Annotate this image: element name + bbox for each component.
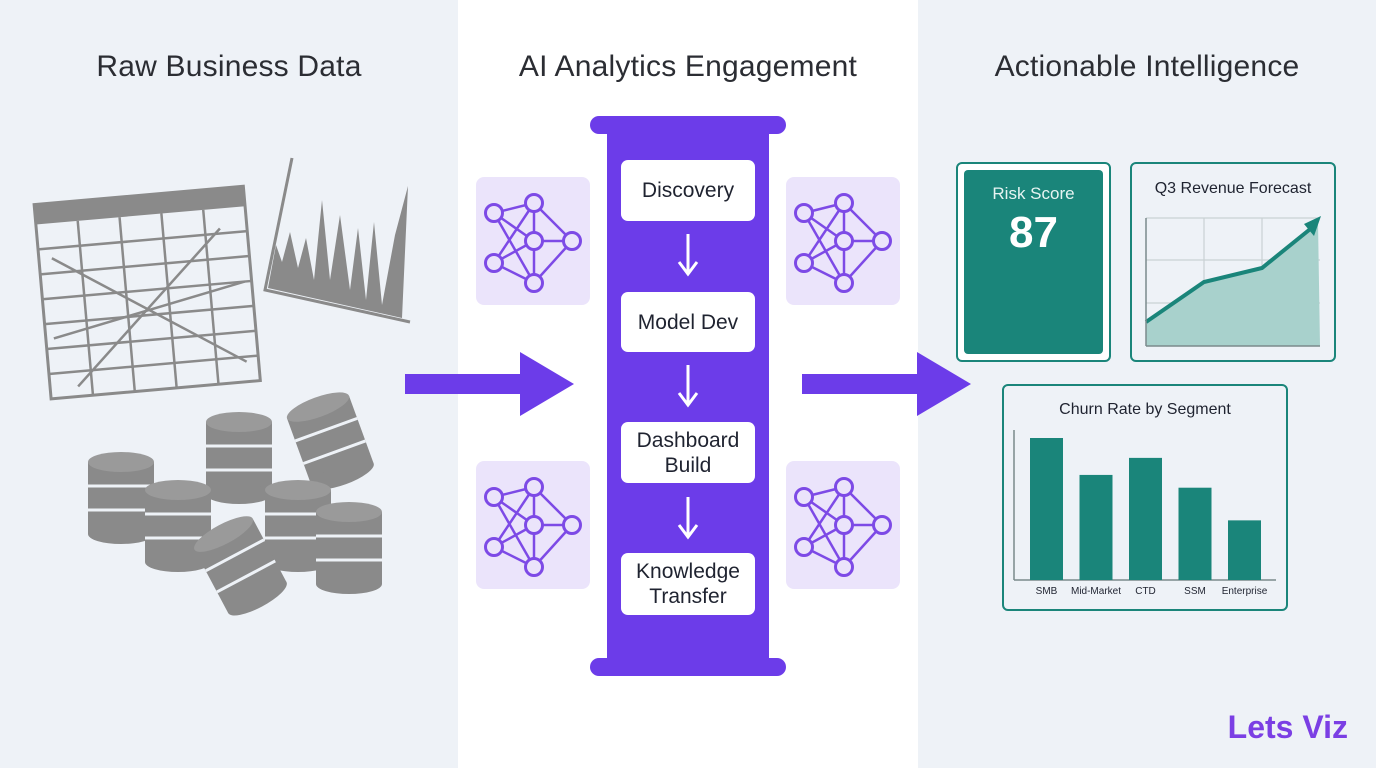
- database-icon: [316, 502, 382, 594]
- churn-chart: [1013, 430, 1276, 581]
- stage-arrow-icon: [677, 365, 699, 408]
- churn-rate-title: Churn Rate by Segment: [1059, 401, 1231, 418]
- engagement-title: AI Analytics Engagement: [518, 50, 858, 83]
- stage-knowledge-transfer: Knowledge Transfer: [621, 553, 755, 615]
- neural-network-icon: [786, 461, 900, 589]
- stage-arrow-icon: [677, 497, 699, 540]
- forecast-arrowhead: [1304, 216, 1321, 236]
- revenue-forecast-card: Q3 Revenue Forecast: [1130, 162, 1336, 362]
- neural-network-icon: [476, 461, 590, 589]
- database-icon: [206, 412, 272, 504]
- risk-score-card: Risk Score 87: [956, 162, 1111, 362]
- churn-rate-card: Churn Rate by Segment: [1002, 384, 1288, 611]
- churn-bar-enterprise: [1228, 520, 1261, 580]
- neural-network-icon: [476, 177, 590, 305]
- bar-chart-sketch-icon: [263, 157, 411, 324]
- database-icon: [194, 516, 287, 616]
- forecast-line: [1144, 224, 1316, 324]
- risk-score-panel: Risk Score 87: [964, 170, 1103, 354]
- forecast-area: [1146, 222, 1320, 346]
- stage-dashboard-build: Dashboard Build: [621, 422, 755, 483]
- stage-model-dev: Model Dev: [621, 292, 755, 352]
- lets-viz-logo: Lets Viz: [1227, 709, 1348, 745]
- raw-data-title: Raw Business Data: [96, 50, 362, 83]
- stage-discovery: Discovery: [621, 160, 755, 221]
- churn-category-label: Enterprise: [1221, 586, 1268, 597]
- risk-score-label: Risk Score: [992, 184, 1075, 203]
- database-stack-icon: [88, 392, 382, 616]
- revenue-forecast-title: Q3 Revenue Forecast: [1154, 180, 1312, 197]
- churn-category-label: SSM: [1184, 586, 1206, 597]
- neural-network-icon: [786, 177, 900, 305]
- input-arrow-icon: [405, 352, 574, 416]
- churn-bar-mid-market: [1079, 474, 1113, 580]
- forecast-chart: [1144, 216, 1321, 347]
- churn-bar-ssm: [1178, 487, 1212, 580]
- spreadsheet-icon: [32, 184, 262, 401]
- churn-bar-smb: [1030, 438, 1063, 580]
- risk-score-value: 87: [1009, 208, 1058, 257]
- output-arrow-icon: [802, 352, 971, 416]
- database-icon: [286, 392, 374, 490]
- churn-category-label: SMB: [1035, 586, 1058, 597]
- stage-arrow-icon: [677, 234, 699, 277]
- intelligence-title: Actionable Intelligence: [994, 50, 1300, 83]
- churn-bar-ctd: [1129, 457, 1162, 580]
- churn-category-label: Mid-Market: [1070, 586, 1121, 597]
- database-icon: [88, 452, 154, 544]
- churn-category-label: CTD: [1135, 586, 1156, 597]
